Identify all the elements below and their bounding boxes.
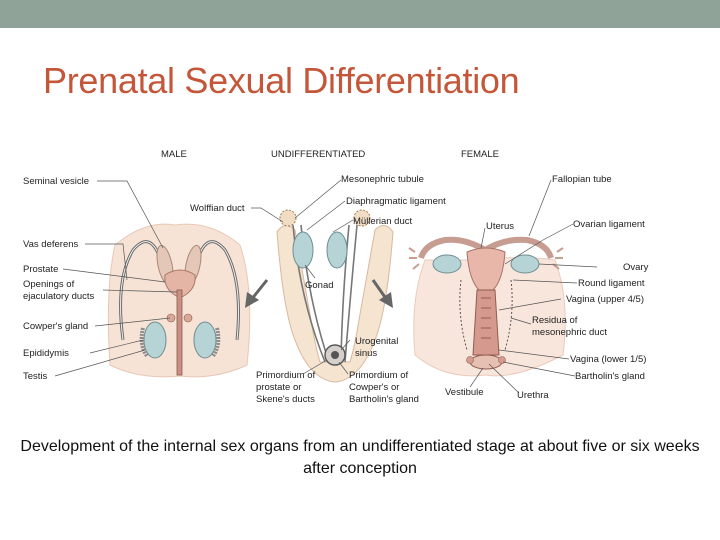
label-prim-cowper-line3: Bartholin's gland <box>349 394 419 405</box>
label-openings-line1: Openings of <box>23 279 75 290</box>
label-prostate: Prostate <box>23 264 58 275</box>
label-testis: Testis <box>23 371 48 382</box>
label-openings-line2: ejaculatory ducts <box>23 291 95 302</box>
label-vestibule: Vestibule <box>445 387 484 398</box>
label-diaphragmatic-ligament: Diaphragmatic ligament <box>346 196 446 207</box>
label-prim-prostate-line1: Primordium of <box>256 370 315 381</box>
label-ovarian-ligament: Ovarian ligament <box>573 219 645 230</box>
top-accent-bar <box>0 0 720 28</box>
label-prim-prostate-line3: Skene's ducts <box>256 394 315 405</box>
label-urogenital-line1: Urogenital <box>355 336 398 347</box>
label-prim-prostate-line2: prostate or <box>256 382 301 393</box>
label-epididymis: Epididymis <box>23 348 69 359</box>
label-wolffian-duct: Wolffian duct <box>190 203 245 214</box>
label-vas-deferens: Vas deferens <box>23 239 79 250</box>
label-cowpers-gland: Cowper's gland <box>23 321 88 332</box>
label-urogenital-line2: sinus <box>355 348 377 359</box>
label-prim-cowper-line2: Cowper's or <box>349 382 399 393</box>
label-vagina-upper: Vagina (upper 4/5) <box>566 294 644 305</box>
label-seminal-vesicle: Seminal vesicle <box>23 176 89 187</box>
label-prim-cowper-line1: Primordium of <box>349 370 408 381</box>
label-round-ligament: Round ligament <box>578 278 645 289</box>
header-undifferentiated: UNDIFFERENTIATED <box>271 149 365 160</box>
label-residua-line1: Residua of <box>532 315 578 326</box>
figure-caption: Development of the internal sex organs f… <box>14 436 706 480</box>
label-uterus: Uterus <box>486 221 514 232</box>
label-urethra: Urethra <box>517 390 549 401</box>
header-female: FEMALE <box>461 149 499 160</box>
male-illustration <box>108 224 249 377</box>
label-vagina-lower: Vagina (lower 1/5) <box>570 354 646 365</box>
label-bartholins-gland: Bartholin's gland <box>575 371 645 382</box>
label-residua-line2: mesonephric duct <box>532 327 607 338</box>
header-male: MALE <box>161 149 187 160</box>
label-mullerian-duct: Müllerian duct <box>353 216 412 227</box>
label-ovary: Ovary <box>623 262 649 273</box>
label-mesonephric-tubule: Mesonephric tubule <box>341 174 424 185</box>
label-gonad: Gonad <box>305 280 334 291</box>
differentiation-diagram: MALE UNDIFFERENTIATED FEMALE Seminal ves… <box>15 140 665 410</box>
slide-title: Prenatal Sexual Differentiation <box>43 60 519 102</box>
label-fallopian-tube: Fallopian tube <box>552 174 612 185</box>
